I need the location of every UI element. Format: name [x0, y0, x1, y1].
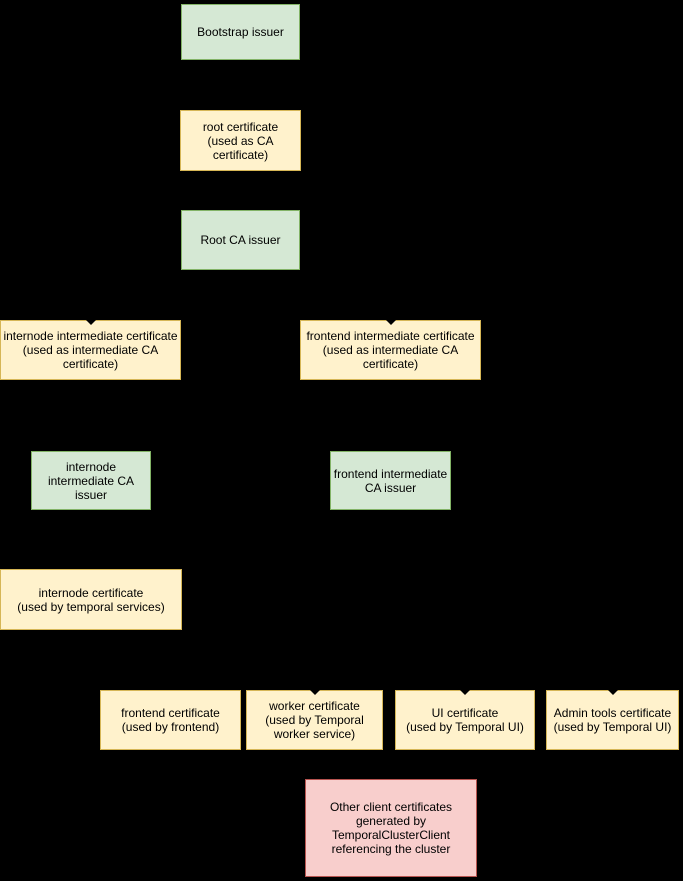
- arrowhead-icon: [607, 690, 618, 695]
- node-bootstrap-issuer: Bootstrap issuer: [181, 4, 300, 60]
- arrowhead-icon: [460, 690, 470, 695]
- arrowhead-icon: [85, 320, 96, 325]
- node-root-ca-issuer: Root CA issuer: [181, 210, 300, 270]
- node-frontend-intermediate-ca-issuer: frontend intermediate CA issuer: [330, 451, 451, 510]
- node-label: frontend intermediate CA issuer: [333, 466, 448, 495]
- node-label: internode certificate (used by temporal …: [17, 585, 165, 614]
- node-label: Bootstrap issuer: [197, 25, 284, 39]
- node-admin-tools-certificate: Admin tools certificate (used by Tempora…: [546, 690, 679, 750]
- node-internode-intermediate-ca-issuer: internode intermediate CA issuer: [31, 451, 151, 510]
- node-label: Admin tools certificate (used by Tempora…: [553, 706, 672, 734]
- node-internode-certificate: internode certificate (used by temporal …: [0, 569, 182, 630]
- node-root-certificate: root certificate (used as CA certificate…: [180, 110, 301, 171]
- node-label: Root CA issuer: [200, 233, 281, 247]
- node-other-client-certificates: Other client certificates generated by T…: [305, 779, 477, 877]
- node-frontend-certificate: frontend certificate (used by frontend): [100, 690, 241, 750]
- node-label: frontend certificate (used by frontend): [121, 706, 220, 734]
- node-label: UI certificate (used by Temporal UI): [406, 706, 524, 734]
- node-ui-certificate: UI certificate (used by Temporal UI): [395, 690, 535, 750]
- arrowhead-icon: [385, 320, 396, 325]
- node-worker-certificate: worker certificate (used by Temporal wor…: [246, 690, 383, 750]
- node-label: worker certificate (used by Temporal wor…: [265, 699, 364, 741]
- node-label: frontend intermediate certificate (used …: [306, 329, 475, 371]
- node-label: Other client certificates generated by T…: [329, 800, 453, 856]
- node-label: root certificate (used as CA certificate…: [202, 119, 279, 162]
- node-label: internode intermediate certificate (used…: [3, 329, 178, 371]
- arrowhead-icon: [309, 690, 320, 695]
- node-label: internode intermediate CA issuer: [47, 459, 135, 502]
- node-frontend-intermediate-certificate: frontend intermediate certificate (used …: [300, 320, 481, 380]
- node-internode-intermediate-certificate: internode intermediate certificate (used…: [0, 320, 181, 380]
